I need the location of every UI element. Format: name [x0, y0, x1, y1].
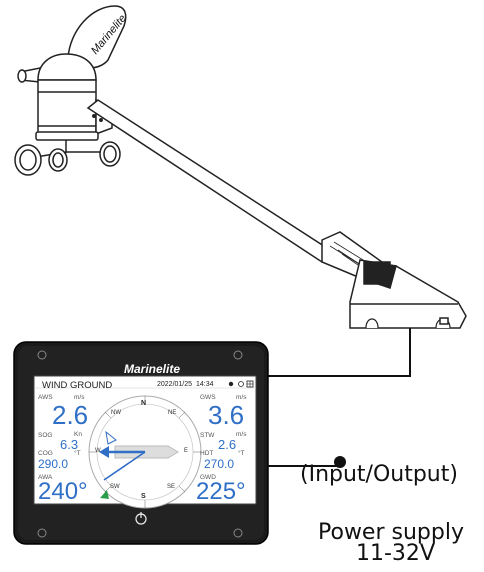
gws-unit: m/s [236, 394, 247, 401]
hdt-value: 270.0 [204, 457, 235, 471]
sog-unit: Kn [74, 431, 82, 438]
sensor-cable [268, 328, 411, 377]
gws-label: GWS [200, 394, 216, 401]
wind-compass [88, 395, 202, 509]
stw-label: STW [200, 432, 215, 439]
hdt-label: HDT [200, 450, 214, 457]
mount-bracket [321, 231, 467, 329]
compass-n: N [141, 400, 147, 407]
hdt-unit: °T [238, 450, 245, 457]
compass-ne: NE [168, 410, 177, 416]
sensor-body [17, 53, 113, 141]
compass-s: S [141, 493, 146, 500]
awa-value: 240° [38, 478, 88, 505]
stw-value: 2.6 [218, 437, 237, 452]
compass-nw: NW [111, 410, 121, 416]
screen-time: 14:34 [196, 381, 214, 388]
aws-value: 2.6 [52, 400, 89, 430]
display-unit [13, 341, 269, 545]
power-supply-label: Power supply [318, 520, 464, 545]
display-brand-logo: Marinelite [124, 362, 181, 376]
compass-sw: SW [110, 484, 120, 490]
input-output-label: (Input/Output) [300, 462, 458, 487]
sog-label: SOG [38, 432, 53, 439]
anemometer-cups [14, 140, 121, 176]
cog-unit: °T [74, 450, 81, 457]
screen-mode-title[interactable]: WIND GROUND [42, 380, 113, 391]
cog-label: COG [38, 450, 53, 457]
screen-date: 2022/01/25 [157, 381, 193, 388]
output-connector [334, 456, 346, 468]
compass-w: W [95, 448, 101, 454]
cog-value: 290.0 [38, 457, 69, 471]
awa-label: AWA [38, 474, 53, 481]
compass-se: SE [167, 484, 176, 490]
mounting-pole [86, 99, 332, 264]
compass-e: E [184, 448, 189, 454]
stw-unit: m/s [236, 431, 247, 438]
aws-unit: m/s [74, 394, 85, 401]
sog-value: 6.3 [60, 437, 79, 452]
power-voltage-label: 11-32V [356, 541, 435, 566]
gwd-label: GWD [200, 474, 216, 481]
gwd-value: 225° [196, 478, 246, 505]
aws-label: AWS [38, 394, 53, 401]
gws-value: 3.6 [208, 400, 245, 430]
